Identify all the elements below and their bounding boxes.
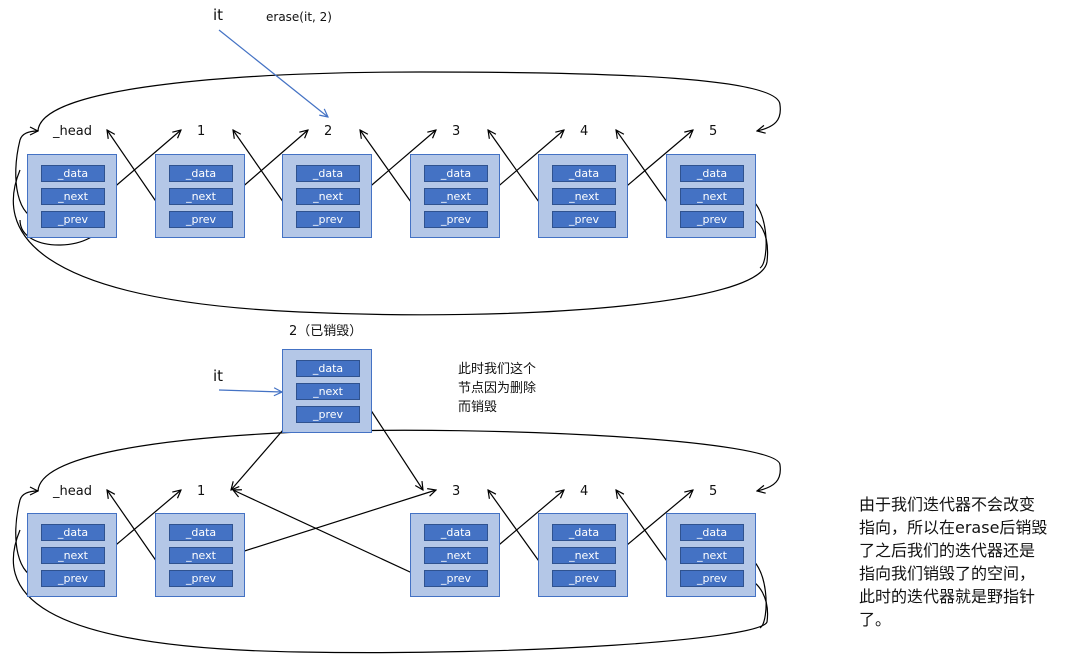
next-link-arrow: [614, 490, 693, 556]
top-node-5: _data _next _prev: [666, 154, 756, 238]
bottom-ring-arrow: [299, 429, 781, 491]
bottom-node-label-3: 3: [452, 484, 461, 499]
top-ring-arrow: [37, 71, 781, 131]
top-node-label-4: 4: [580, 124, 589, 139]
bottom-node-5: _data _next _prev: [666, 513, 756, 597]
iterator-arrow-mid: [218, 390, 282, 392]
iterator-arrow-top: [218, 29, 328, 117]
top-node-head: _data _next _prev: [27, 154, 117, 238]
data-field: _data: [424, 524, 488, 541]
prev-field: _prev: [424, 211, 488, 228]
destroyed-node-2: _data _next _prev: [282, 349, 372, 433]
top-node-4: _data _next _prev: [538, 154, 628, 238]
destroyed-note: 此时我们这个节点因为删除而销毁: [458, 362, 537, 415]
top-node-1: _data _next _prev: [155, 154, 245, 238]
data-field: _data: [296, 360, 360, 377]
prev-field: _prev: [680, 570, 744, 587]
next-field: _next: [41, 188, 105, 205]
head-prev-arrow: [15, 131, 41, 220]
next-field: _next: [169, 188, 233, 205]
top-ring-lower: [12, 169, 769, 316]
top-node-label-1: 1: [197, 124, 206, 139]
bottom-node-label-head: _head: [53, 484, 92, 499]
data-field: _data: [552, 524, 616, 541]
prev-field: _prev: [552, 570, 616, 587]
data-field: _data: [169, 165, 233, 182]
data-field: _data: [296, 165, 360, 182]
top-node-label-2: 2: [324, 124, 333, 139]
prev-field: _prev: [169, 211, 233, 228]
prev-field: _prev: [680, 211, 744, 228]
next-field: _next: [552, 547, 616, 564]
bottom-ring-lower: [12, 529, 769, 654]
prev-field: _prev: [41, 570, 105, 587]
bottom-node-1: _data _next _prev: [155, 513, 245, 597]
data-field: _data: [552, 165, 616, 182]
data-field: _data: [424, 165, 488, 182]
next-link-arrow: [231, 490, 436, 556]
prev-link-arrow: [233, 490, 424, 579]
prev-field: _prev: [41, 211, 105, 228]
next-link-arrow: [614, 130, 693, 197]
destroyed-node-label: 2（已销毁）: [289, 324, 363, 339]
data-field: _data: [680, 524, 744, 541]
next-field: _next: [680, 547, 744, 564]
next-field: _next: [296, 188, 360, 205]
next-field: _next: [424, 188, 488, 205]
iterator-label-top: it: [213, 6, 224, 24]
prev-field: _prev: [552, 211, 616, 228]
bottom-node-label-1: 1: [197, 484, 206, 499]
bottom-node-label-5: 5: [709, 484, 718, 499]
next-field: _next: [41, 547, 105, 564]
bottom-node-head: _data _next _prev: [27, 513, 117, 597]
bottom-ring-left: [37, 431, 301, 492]
data-field: _data: [41, 165, 105, 182]
prev-field: _prev: [296, 406, 360, 423]
data-field: _data: [41, 524, 105, 541]
next-field: _next: [552, 188, 616, 205]
bottom-node-4: _data _next _prev: [538, 513, 628, 597]
next-field: _next: [680, 188, 744, 205]
prev-field: _prev: [296, 211, 360, 228]
bottom-node-label-4: 4: [580, 484, 589, 499]
top-node-label-5: 5: [709, 124, 718, 139]
data-field: _data: [680, 165, 744, 182]
top-node-label-3: 3: [452, 124, 461, 139]
next-field: _next: [296, 383, 360, 400]
prev-field: _prev: [424, 570, 488, 587]
iterator-label-mid: it: [213, 367, 224, 385]
prev-field: _prev: [169, 570, 233, 587]
erase-call-label: erase(it, 2): [266, 10, 332, 24]
explanation-note: 由于我们迭代器不会改变指向，所以在erase后销毁了之后我们的迭代器还是指向我们…: [859, 495, 1048, 629]
top-node-2: _data _next _prev: [282, 154, 372, 238]
next-field: _next: [169, 547, 233, 564]
top-node-3: _data _next _prev: [410, 154, 500, 238]
bottom-node-3: _data _next _prev: [410, 513, 500, 597]
next-field: _next: [424, 547, 488, 564]
head-prev-arrow: [15, 491, 41, 579]
data-field: _data: [169, 524, 233, 541]
top-node-label-head: _head: [53, 124, 92, 139]
